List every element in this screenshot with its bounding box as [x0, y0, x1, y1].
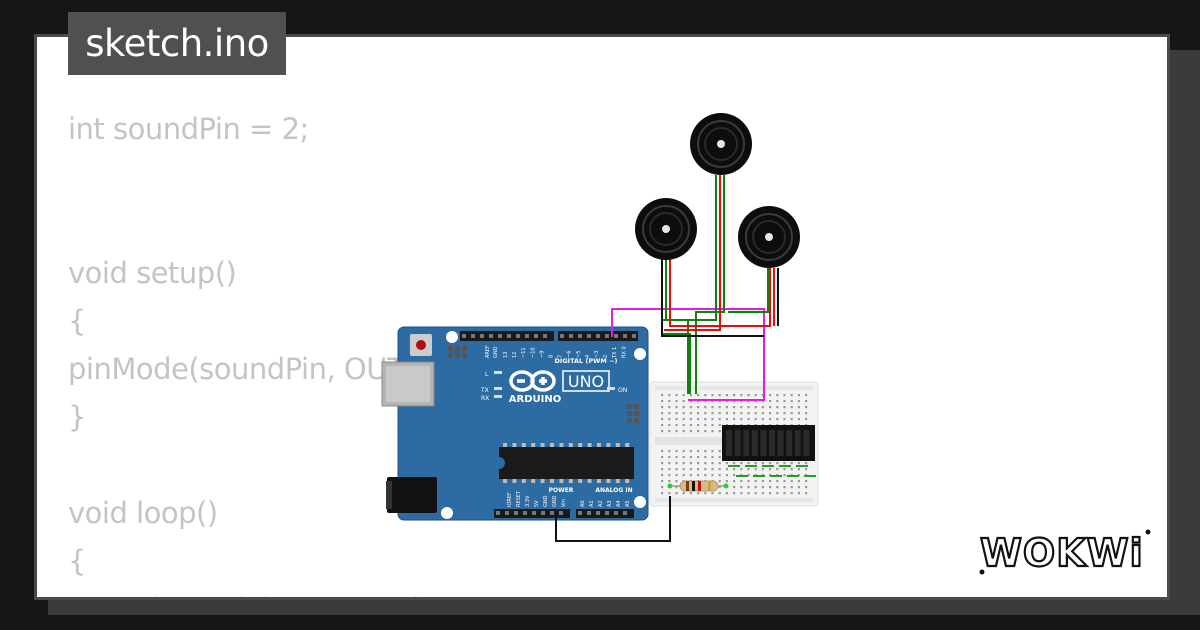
- pin-label: ~10: [530, 347, 536, 358]
- pin-label: 3.3V: [525, 495, 531, 507]
- pin-label: GND: [543, 495, 549, 507]
- rx-led-label: RX: [481, 395, 489, 402]
- wire-green-4: [728, 268, 769, 313]
- wire-green-3: [695, 175, 725, 394]
- code-line: {: [68, 304, 86, 338]
- pin-label: A2: [598, 500, 604, 507]
- tx-led-label: TX: [480, 387, 489, 394]
- arduino-brand-label: ARDUINO: [509, 394, 561, 405]
- pin-label: 2: [603, 355, 609, 358]
- power-label: POWER: [549, 487, 574, 494]
- code-line: void setup(): [68, 256, 237, 290]
- breadboard-holes: [661, 394, 808, 495]
- code-line: void loop(): [68, 496, 218, 530]
- code-preview: int soundPin = 2; void setup(){pinMode(s…: [68, 105, 480, 597]
- l-led-label: L: [485, 371, 489, 378]
- bar-graph-leads: [728, 465, 816, 477]
- pin-label: ~9: [539, 351, 545, 358]
- pin-label: RX 0: [621, 346, 627, 358]
- pin-label: A4: [616, 500, 622, 507]
- resistor: [667, 480, 729, 492]
- pin-label: IOREF: [507, 492, 513, 507]
- pin-label: 8: [549, 355, 555, 358]
- wire-black-1: [661, 258, 764, 337]
- wokwi-logo: WOKWi: [979, 529, 1151, 576]
- pin-label: ~6: [567, 351, 573, 358]
- pin-label: A1: [589, 500, 595, 507]
- pin-label: ~11: [521, 347, 527, 358]
- wire-black-gnd: [555, 496, 671, 542]
- aref-label: AREF: [485, 345, 491, 358]
- pin-label: 5V: [534, 500, 540, 507]
- wire-red-2: [664, 175, 721, 331]
- digital-header-label: DIGITAL (PWM ~): [555, 357, 618, 365]
- pin-label: 12: [512, 352, 518, 358]
- pin-label: GND: [552, 495, 558, 507]
- pin-label: A3: [607, 500, 613, 507]
- pin-label: RESET: [516, 490, 522, 507]
- buzzer-top: [690, 113, 752, 175]
- pin-label: ~5: [576, 351, 582, 358]
- arduino-logo-icon: [509, 370, 556, 392]
- code-line: }: [68, 400, 86, 434]
- pin-label: 4: [585, 355, 591, 358]
- on-label: ON: [618, 387, 627, 394]
- wokwi-logo-text: WOKWi: [980, 531, 1144, 575]
- pin-label: A5: [625, 500, 631, 507]
- uno-label: UNO: [568, 372, 604, 391]
- gnd-label: GND: [493, 346, 499, 358]
- analog-in-label: ANALOG IN: [595, 487, 632, 494]
- pin-label: 13: [503, 352, 509, 358]
- code-line: tone(soundPin, 262, 50);: [68, 585, 479, 597]
- buzzer-right: [738, 206, 800, 268]
- pin-label: ~3: [594, 351, 600, 358]
- led-bar-graph: [722, 425, 815, 461]
- pin-label: A0: [580, 500, 586, 507]
- pin-label: Vin: [561, 499, 567, 507]
- project-card: int soundPin = 2; void setup(){pinMode(s…: [34, 34, 1170, 600]
- buzzer-left: [635, 198, 697, 260]
- code-line: int soundPin = 2;: [68, 112, 309, 146]
- pin-label: TX 1: [612, 347, 618, 359]
- sketch-tab[interactable]: sketch.ino: [68, 12, 286, 75]
- wires: [555, 175, 779, 542]
- pin-label: 7: [558, 355, 564, 358]
- code-line: {: [68, 544, 86, 578]
- arduino-uno-board: UNO ARDUINO DIGITAL (PWM ~) POWER ANALOG…: [381, 326, 649, 521]
- wire-magenta: [611, 308, 765, 401]
